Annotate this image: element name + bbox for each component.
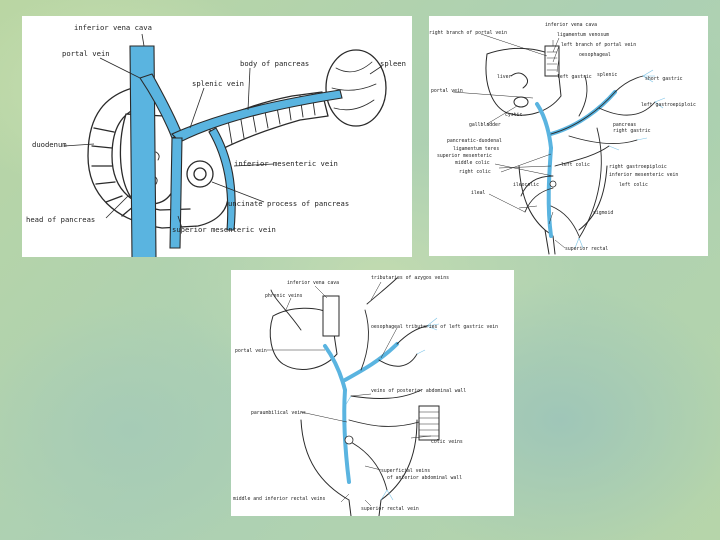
gallbladder [513,96,529,108]
label-head-of-pancreas: head of pancreas [26,215,95,224]
label-right-gastric: right gastric [613,128,651,134]
label-body-of-pancreas: body of pancreas [240,59,309,68]
superior-mesenteric-vessel [546,146,553,238]
label-left-gastric: left gastric [557,74,592,80]
label-portal-vein: portal vein [235,348,267,354]
label-left-branch-portal: left branch of portal vein [561,42,636,48]
label-superior-mesenteric: superior mesenteric [437,153,492,159]
label-colic-veins: colic veins [431,439,463,445]
portal-vein-vessel [323,344,347,392]
colic-veins-block [418,405,440,441]
label-ligamentum-venosum: ligamentum venosum [557,32,609,38]
label-right-branch-portal: right branch of portal vein [429,30,507,36]
label-middle-colic: middle colic [455,160,490,166]
inferior-vena-cava [322,295,340,337]
label-inferior-mesenteric: inferior mesenteric vein [609,172,678,178]
tributaries-illustration: inferior vena cava right branch of porta… [429,22,696,255]
label-liver: liver [497,74,512,80]
superior-mesenteric-vein-vessel [169,137,183,249]
label-ligamentum-teres: ligamentum teres [453,146,499,152]
portal-vein-vessel [535,102,553,150]
label-gallbladder: gallbladder [469,122,501,128]
label-pancreatic-duodenal: pancreatic-duodenal [447,138,502,144]
label-short-gastric: short gastric [645,76,683,82]
label-inferior-vena-cava: inferior vena cava [545,22,597,28]
splenic-vein-vessel [549,90,617,136]
pancreas-illustration: inferior vena cava portal vein body of p… [26,23,406,257]
label-superior-mesenteric-vein: superior mesenteric vein [172,225,276,234]
label-phrenic-veins: phrenic veins [265,293,303,299]
label-superior-rectal: superior rectal vein [361,506,419,512]
label-splenic-vein: splenic vein [192,79,244,88]
label-right-colic: right colic [459,169,491,175]
label-spleen: spleen [380,59,406,68]
label-veins-posterior-wall: veins of posterior abdominal wall [371,388,466,394]
splenic-vein-vessel [171,89,343,143]
label-uncinate-process: uncinate process of pancreas [228,199,349,208]
label-portal-vein: portal vein [431,88,463,94]
inferior-vena-cava [129,45,157,257]
label-right-gastroepiploic: right gastroepiploic [609,164,667,170]
label-anterior-abdominal-wall: of anterior abdominal wall [387,475,462,481]
anastomoses-illustration: inferior vena cava tributaries of azygos… [233,275,498,516]
label-ileal: ileal [471,190,486,196]
label-ileocolic: ileocolic [513,182,539,188]
label-splenic: splenic [597,72,617,78]
label-middle-inferior-rectal: middle and inferior rectal veins [233,496,326,502]
label-oesophageal-tributaries: oesophageal tributaries of left gastric … [371,324,498,330]
label-left-gastroepiploic: left gastroepiploic [641,102,696,108]
label-duodenum: duodenum [32,140,67,149]
liver-outline [269,307,338,370]
label-inferior-vena-cava: inferior vena cava [287,280,339,286]
label-left-colic: left colic [561,162,590,168]
label-oesophageal: oesophageal [579,52,611,58]
label-sigmoid: sigmoid [593,210,613,216]
label-superficial-veins: superficial veins [381,468,430,474]
inferior-mesenteric-vein-vessel [208,127,236,231]
label-inferior-mesenteric-vein: inferior mesenteric vein [234,159,338,168]
label-paraumbilical-veins: paraumbilical veins [251,410,306,416]
label-superior-rectal: superior rectal [565,246,608,252]
portal-vein-pancreas-diagram: inferior vena cava portal vein body of p… [22,16,412,257]
label-cystic: cystic [505,112,522,118]
portal-tributaries-diagram: inferior vena cava right branch of porta… [429,16,708,256]
label-left-colic-2: left colic [619,182,648,188]
portosystemic-anastomoses-diagram: inferior vena cava tributaries of azygos… [231,270,514,516]
label-inferior-vena-cava: inferior vena cava [74,23,152,32]
label-pancreas: pancreas [613,123,636,128]
label-tributaries-azygos: tributaries of azygos veins [371,275,449,281]
label-portal-vein: portal vein [62,49,110,58]
spleen [325,49,387,127]
